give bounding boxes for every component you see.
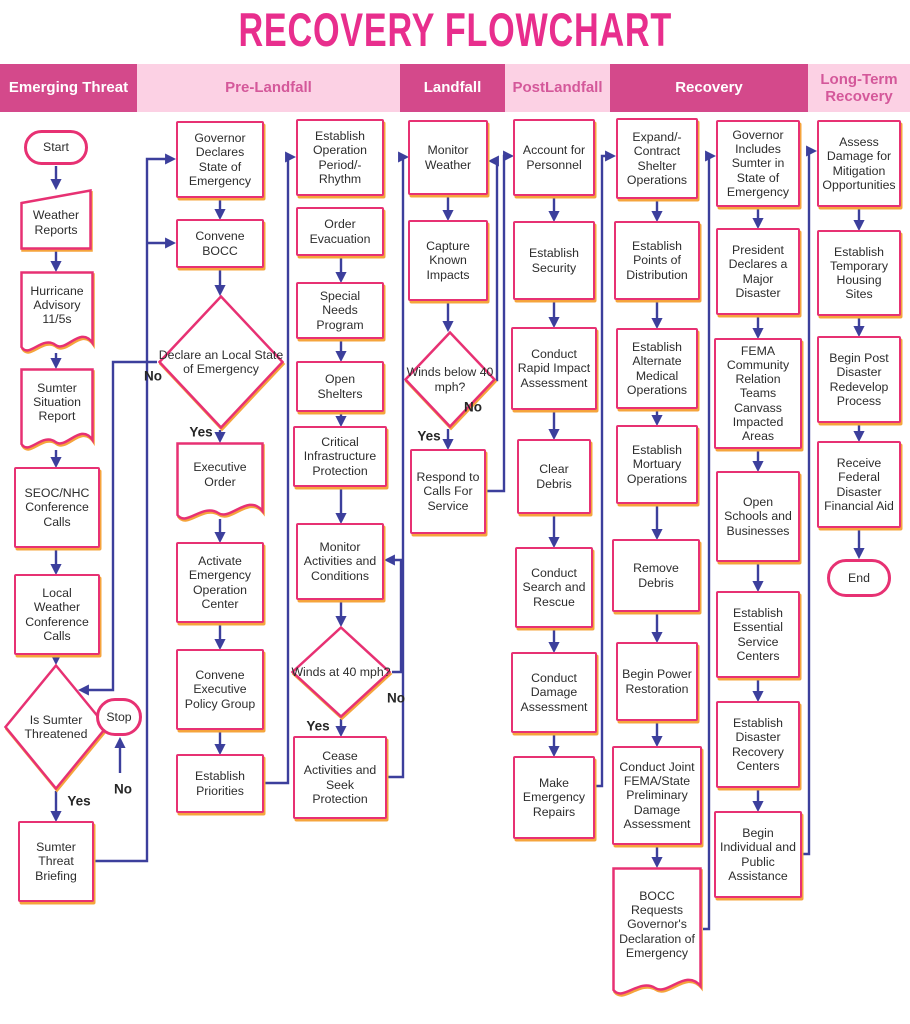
node-winds-below-40: Winds below 40 mph? xyxy=(406,365,494,394)
node-activate-eoc: Activate Emergency Operation Center xyxy=(176,542,264,623)
connector-28 xyxy=(487,155,499,382)
node-governor-declares-soe: Governor Declares State of Emergency xyxy=(176,121,264,198)
edge-label-yes-1: Yes xyxy=(189,424,213,440)
node-power-restoration: Begin Power Restoration xyxy=(616,642,698,721)
node-stop: Stop xyxy=(96,698,142,736)
node-post-disaster-redevelop: Begin Post Disaster Redevelop Process xyxy=(817,336,901,423)
node-sumter-situation-report-shape xyxy=(20,368,94,449)
node-cease-activities: Cease Activities and Seek Protection xyxy=(293,736,387,819)
connector-17 xyxy=(77,360,157,696)
node-executive-order: Executive Order xyxy=(193,460,247,489)
connector-8 xyxy=(94,153,177,863)
node-establish-op-period: Establish Operation Period/- Rhythm xyxy=(296,119,384,196)
phase-header-4: Recovery xyxy=(610,64,808,112)
node-capture-impacts: Capture Known Impacts xyxy=(408,220,488,301)
node-alternate-medical: Establish Alternate Medical Operations xyxy=(616,328,698,409)
connector-52 xyxy=(803,145,818,856)
node-assess-damage: Assess Damage for Mitigation Opportuniti… xyxy=(817,120,901,207)
node-account-personnel: Account for Personnel xyxy=(513,119,595,196)
node-is-sumter-threatened-shape xyxy=(3,663,109,791)
node-order-evacuation: Order Evacuation xyxy=(296,207,384,256)
node-disaster-recovery-centers: Establish Disaster Recovery Centers xyxy=(716,701,800,788)
edge-label-yes-2: Yes xyxy=(67,793,91,809)
node-bocc-requests-shape xyxy=(612,867,702,995)
node-winds-below-40-shape xyxy=(403,330,497,429)
node-joint-fema-pda: Conduct Joint FEMA/State Preliminary Dam… xyxy=(612,746,702,845)
node-end: End xyxy=(827,559,891,597)
node-winds-at-40-shape xyxy=(290,625,392,719)
node-sumter-situation-report: Sumter Situation Report xyxy=(33,380,81,424)
node-points-of-distribution: Establish Points of Distribution xyxy=(614,221,700,300)
node-critical-infrastructure: Critical Infrastructure Protection xyxy=(293,426,387,487)
node-search-rescue: Conduct Search and Rescue xyxy=(515,547,593,628)
node-damage-assessment: Conduct Damage Assessment xyxy=(511,652,597,733)
node-emergency-repairs: Make Emergency Repairs xyxy=(513,756,595,839)
node-monitor-weather: Monitor Weather xyxy=(408,120,488,195)
edge-label-no-6: No xyxy=(464,399,482,415)
connector-37 xyxy=(596,150,617,788)
edge-label-yes-7: Yes xyxy=(417,428,441,444)
node-winds-at-40: Winds at 40 mph? xyxy=(291,664,391,679)
node-convene-bocc: Convene BOCC xyxy=(176,219,264,268)
node-hurricane-advisory-shape xyxy=(20,271,94,352)
node-respond-calls: Respond to Calls For Service xyxy=(410,449,486,534)
node-start: Start xyxy=(24,130,88,165)
edge-label-no-4: No xyxy=(387,690,405,706)
phase-header-0: Emerging Threat xyxy=(0,64,137,112)
edge-label-no-3: No xyxy=(114,781,132,797)
shape-layer xyxy=(3,189,702,995)
node-open-schools: Open Schools and Businesses xyxy=(716,471,800,562)
connector-25 xyxy=(388,151,410,779)
node-special-needs: Special Needs Program xyxy=(296,282,384,339)
node-governor-includes: Governor Includes Sumter in State of Eme… xyxy=(716,120,800,207)
node-local-weather-calls: Local Weather Conference Calls xyxy=(14,574,100,655)
node-hurricane-advisory: Hurricane Advisory 11/5s xyxy=(30,283,84,327)
node-establish-priorities: Establish Priorities xyxy=(176,754,264,813)
node-establish-security: Establish Security xyxy=(513,221,595,300)
page-title: RECOVERY FLOWCHART xyxy=(0,2,910,57)
edge-label-no-0: No xyxy=(144,368,162,384)
connector-23 xyxy=(383,554,403,674)
edge-label-yes-5: Yes xyxy=(306,718,330,734)
node-begin-assistance: Begin Individual and Public Assistance xyxy=(714,811,802,898)
node-essential-service: Establish Essential Service Centers xyxy=(716,591,800,678)
node-temporary-housing: Establish Temporary Housing Sites xyxy=(817,230,901,316)
page-title-text: RECOVERY FLOWCHART xyxy=(238,2,672,57)
node-weather-reports: Weather Reports xyxy=(32,208,80,237)
node-mortuary-ops: Establish Mortuary Operations xyxy=(616,425,698,504)
node-weather-reports-shape xyxy=(20,189,92,250)
node-seoc-nhc-calls: SEOC/NHC Conference Calls xyxy=(14,467,100,548)
node-declare-local-soe: Declare an Local State of Emergency xyxy=(158,347,284,376)
phase-header-1: Pre-Landfall xyxy=(137,64,400,112)
node-open-shelters: Open Shelters xyxy=(296,361,384,412)
node-clear-debris: Clear Debris xyxy=(517,439,591,514)
node-executive-order-shape xyxy=(176,442,264,520)
node-federal-aid: Receive Federal Disaster Financial Aid xyxy=(817,441,901,528)
connector-45 xyxy=(703,150,717,931)
node-president-declares: President Declares a Major Disaster xyxy=(716,228,800,315)
node-bocc-requests: BOCC Requests Governor's Declaration of … xyxy=(619,888,695,960)
node-monitor-activities: Monitor Activities and Conditions xyxy=(296,523,384,600)
connector-16 xyxy=(264,151,297,785)
phase-header-5: Long-Term Recovery xyxy=(808,64,910,112)
node-rapid-impact: Conduct Rapid Impact Assessment xyxy=(511,327,597,410)
node-remove-debris: Remove Debris xyxy=(612,539,700,612)
node-is-sumter-threatened: Is Sumter Threatened xyxy=(24,712,88,741)
node-sumter-threat-briefing: Sumter Threat Briefing xyxy=(18,821,94,902)
connector-layer xyxy=(50,145,865,931)
connector-30 xyxy=(487,150,515,493)
phase-header-2: Landfall xyxy=(400,64,505,112)
node-declare-local-soe-shape xyxy=(157,294,285,430)
node-fema-community: FEMA Community Relation Teams Canvass Im… xyxy=(714,338,802,449)
node-expand-shelter-ops: Expand/- Contract Shelter Operations xyxy=(616,118,698,199)
node-convene-epg: Convene Executive Policy Group xyxy=(176,649,264,730)
phase-header-3: PostLandfall xyxy=(505,64,610,112)
